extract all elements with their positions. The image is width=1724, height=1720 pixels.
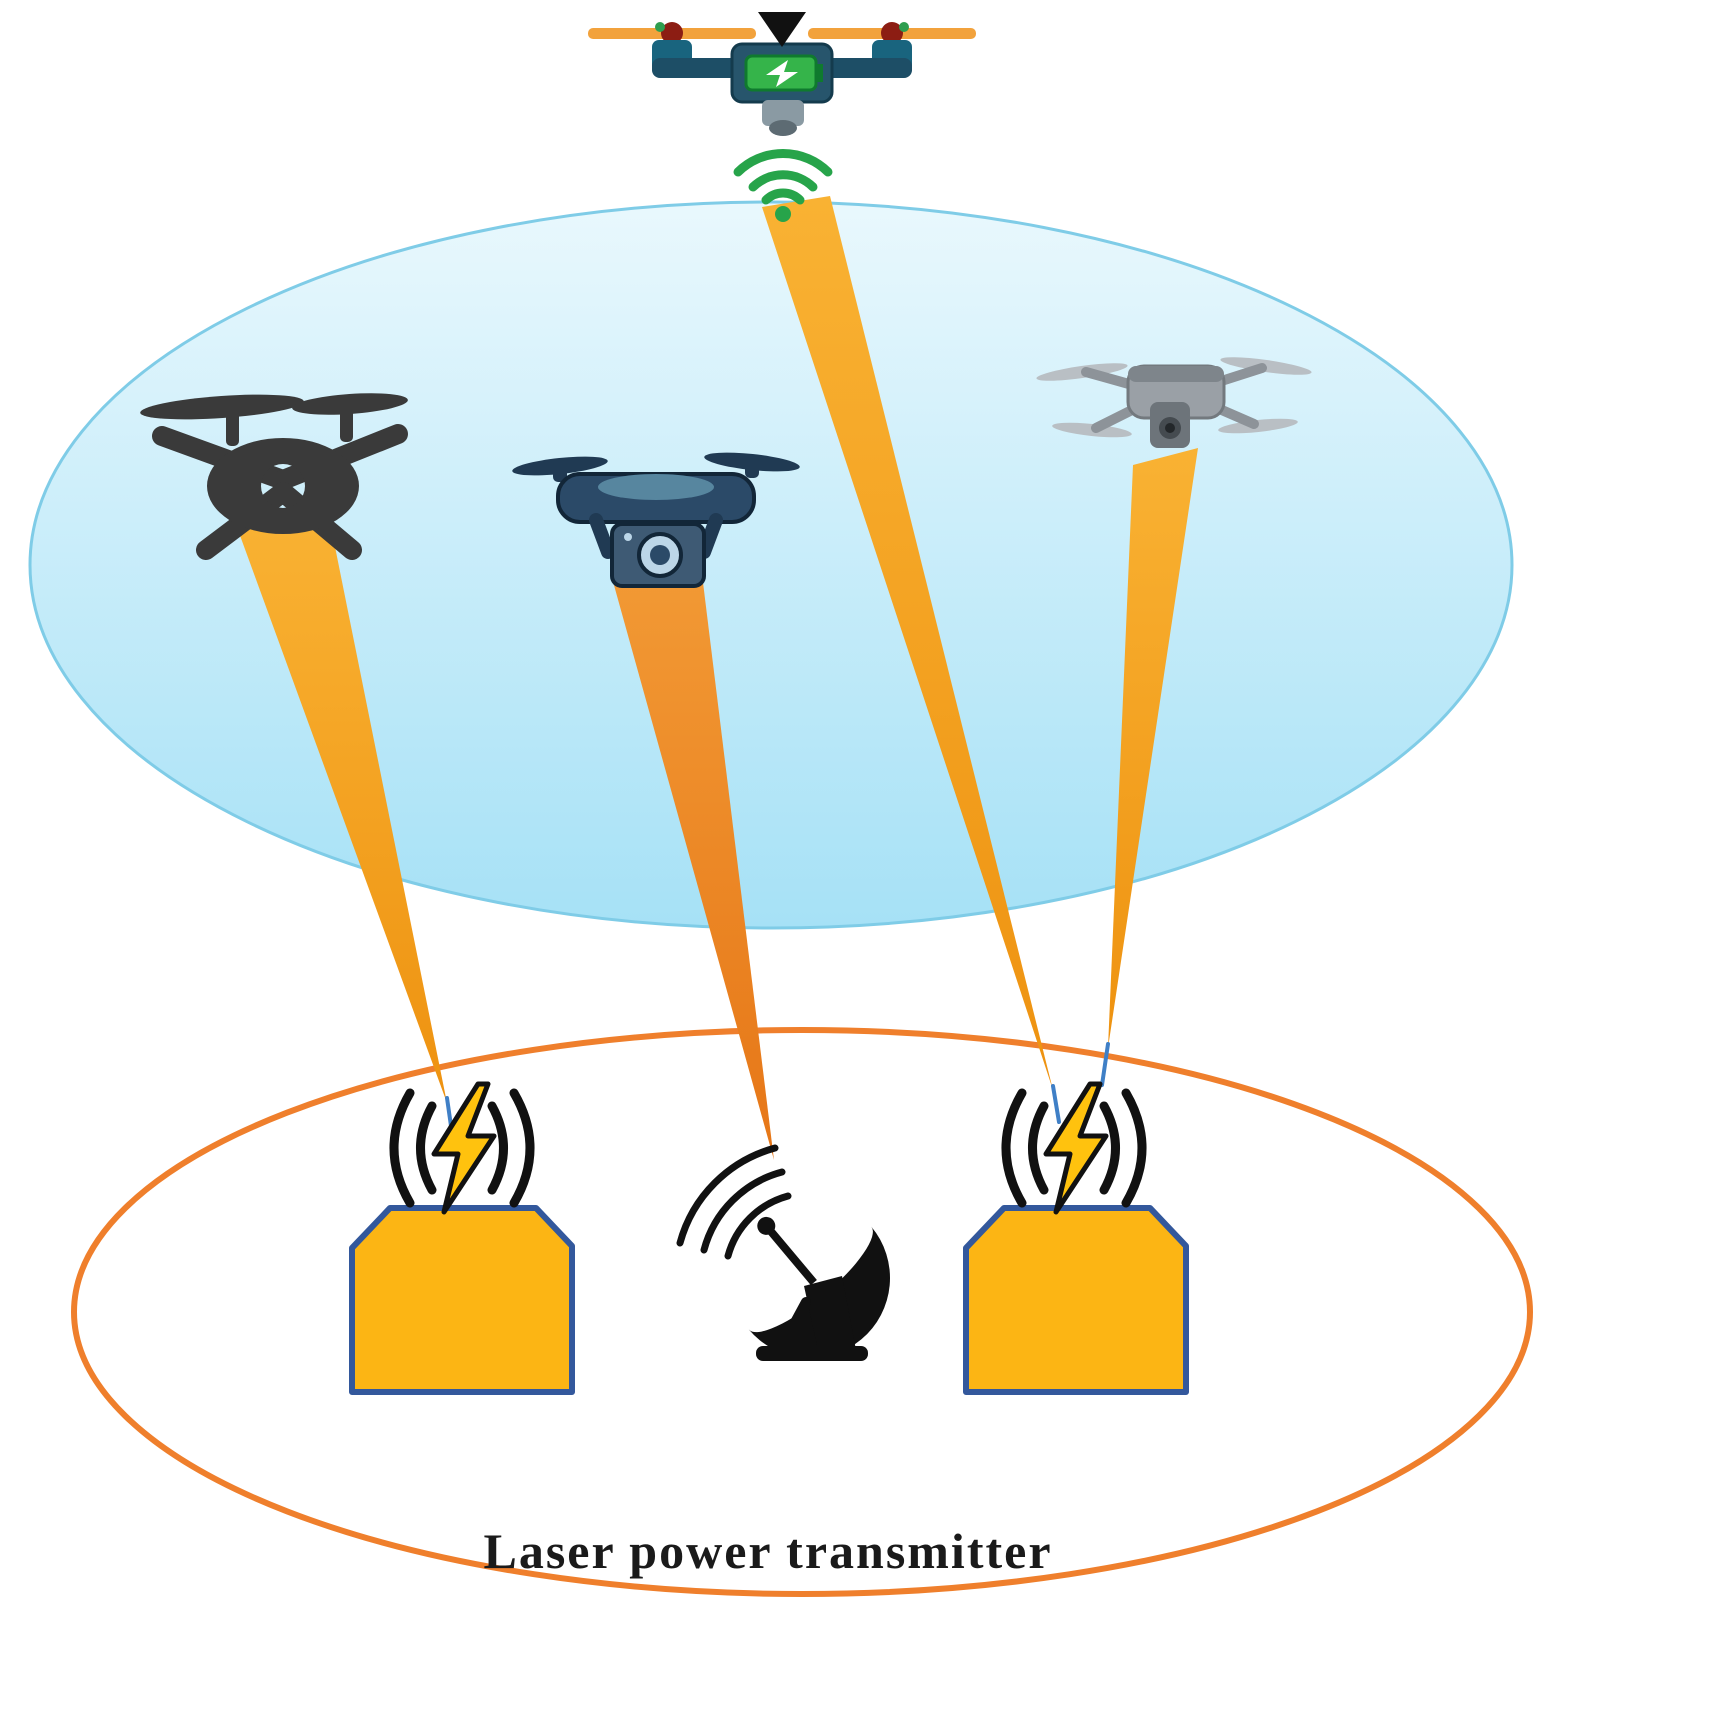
relay-drone-icon: [588, 12, 976, 136]
caption: Laser power transmitter: [483, 1523, 1052, 1579]
laser-beam-right: [1108, 448, 1198, 1048]
satellite-dish-icon: [676, 1144, 890, 1361]
dish-signal-arcs: [676, 1144, 792, 1260]
transmitter-box-left: [349, 1205, 575, 1395]
transmitter-box-right: [963, 1205, 1189, 1395]
silhouette-drone-icon: [140, 393, 408, 560]
camera-drone-icon: [512, 452, 800, 588]
wifi-signal-icon: [733, 149, 833, 222]
gray-drone-icon: [1036, 357, 1312, 448]
laser-beam-center: [612, 558, 774, 1160]
laser-beam-top: [762, 196, 1053, 1090]
laser-beams: [238, 196, 1198, 1160]
laser-beam-left: [238, 512, 447, 1103]
